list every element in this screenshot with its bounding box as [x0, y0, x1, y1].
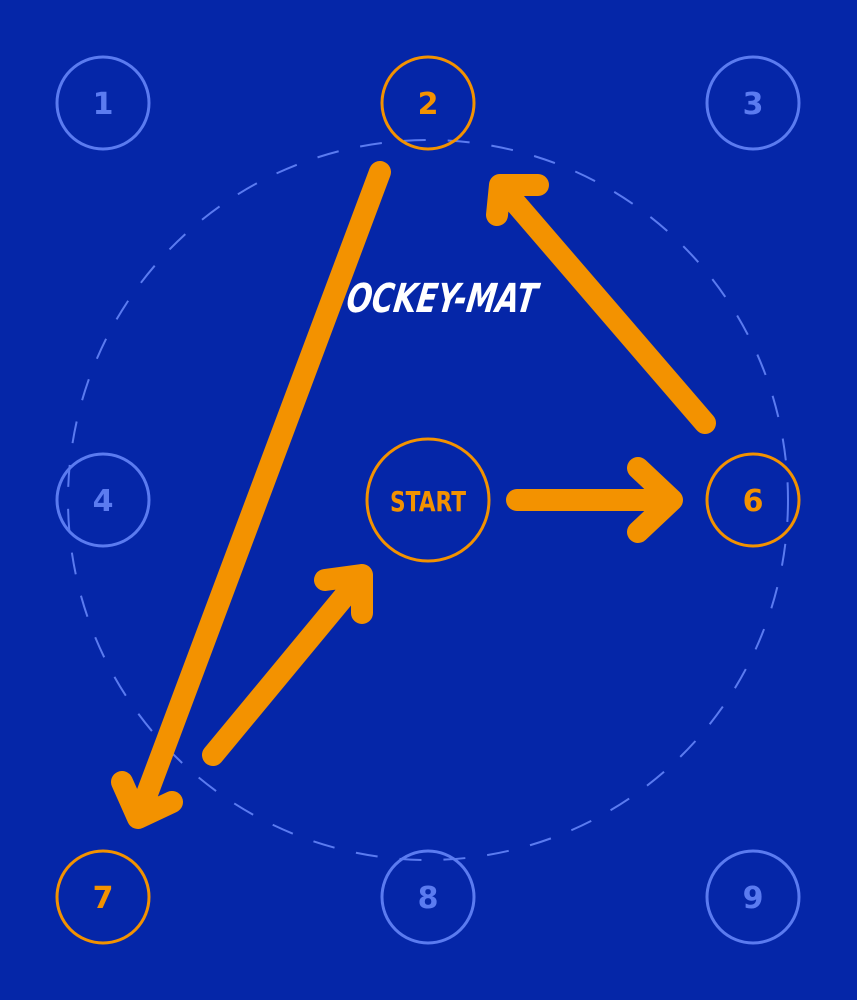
- spot-label: 3: [743, 87, 764, 122]
- start-spot: START: [365, 437, 491, 563]
- spot-label: 6: [743, 484, 764, 519]
- logo-text: OCKEY-MAT: [344, 276, 543, 322]
- dashed-guide-circle: [67, 139, 789, 861]
- spot-4: 4: [55, 452, 151, 548]
- arrow-2-to-7: [111, 161, 391, 829]
- spot-circle: [705, 849, 801, 945]
- spot-label: 2: [418, 87, 439, 122]
- spot-label: 9: [743, 881, 764, 916]
- spot-label: 1: [93, 87, 114, 122]
- spot-label: 4: [93, 484, 114, 519]
- spot-1: 1: [55, 55, 151, 151]
- spot-circle: [365, 437, 491, 563]
- spot-circle: [55, 849, 151, 945]
- spot-9: 9: [705, 849, 801, 945]
- spot-6: 6: [705, 452, 801, 548]
- spot-2: 2: [380, 55, 476, 151]
- spot-circle: [55, 55, 151, 151]
- spot-3: 3: [705, 55, 801, 151]
- spot-7: 7: [55, 849, 151, 945]
- arrow-7-to-start: [202, 564, 373, 766]
- spot-circle: [55, 452, 151, 548]
- spot-circle: [705, 55, 801, 151]
- arrow-start-to-6: [506, 457, 683, 543]
- arrow-6-to-2: [486, 174, 716, 434]
- spot-circle: [380, 849, 476, 945]
- spot-circle: [380, 55, 476, 151]
- spot-label: 7: [93, 881, 114, 916]
- spot-label: START: [390, 485, 466, 518]
- spot-circle: [705, 452, 801, 548]
- spot-label: 8: [418, 881, 439, 916]
- spot-8: 8: [380, 849, 476, 945]
